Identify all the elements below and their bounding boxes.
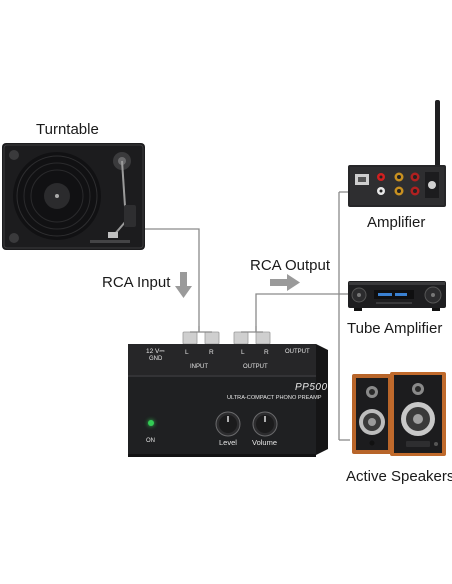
tube-amplifier-image — [348, 281, 446, 311]
level-label: Level — [219, 438, 237, 447]
output-channel-l: L — [241, 349, 245, 356]
output-label: OUTPUT — [243, 364, 268, 370]
output-channel-r: R — [264, 349, 269, 356]
output-cable — [255, 293, 339, 332]
tube-amplifier-label: Tube Amplifier — [347, 320, 443, 337]
input-channel-r: R — [209, 349, 214, 356]
amplifier-image — [348, 100, 446, 207]
model-name: PP500 — [295, 382, 328, 393]
preamp-subtitle: ULTRA-COMPACT PHONO PREAMP — [227, 395, 322, 401]
power-led — [148, 420, 154, 426]
gnd-label: GND — [149, 356, 163, 362]
input-channel-l: L — [185, 349, 189, 356]
amplifier-label: Amplifier — [367, 214, 426, 231]
rca-input-label: RCA Input — [102, 274, 171, 291]
right-arrow-icon — [270, 274, 300, 291]
turntable-label: Turntable — [36, 121, 99, 138]
down-arrow-icon — [175, 272, 192, 298]
active-speakers-label: Active Speakers — [346, 468, 452, 485]
volume-knob[interactable] — [252, 411, 278, 437]
volume-label: Volume — [252, 438, 278, 447]
output-rca-plugs — [233, 326, 271, 345]
level-knob[interactable] — [215, 411, 241, 437]
output-top-label: OUTPUT — [285, 349, 310, 355]
input-label: INPUT — [190, 364, 208, 370]
rca-output-label: RCA Output — [250, 257, 331, 274]
on-label: ON — [146, 438, 155, 444]
input-cable — [145, 228, 200, 332]
input-rca-plugs — [182, 326, 220, 345]
power-label: 12 V⎓ — [146, 348, 165, 355]
turntable-image — [2, 143, 145, 250]
active-speakers-image — [352, 372, 446, 456]
